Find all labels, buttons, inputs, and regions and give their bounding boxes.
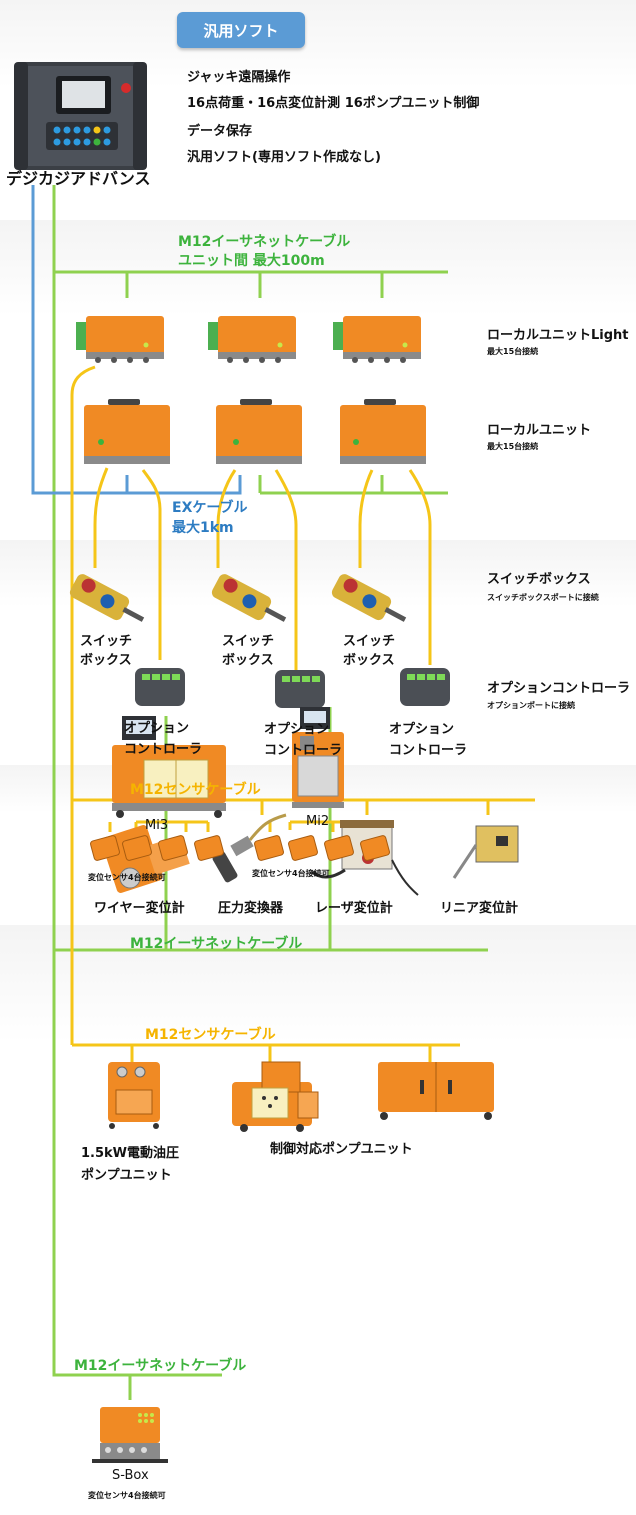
option-controller-label-3b: コントローラ	[389, 743, 468, 758]
mi3-displacement-sensors	[90, 835, 224, 861]
switch-box-2	[211, 574, 287, 622]
option-controller-note: オプションポートに接続	[487, 701, 575, 710]
local-unit-light-name: ローカルユニットLight	[487, 328, 629, 343]
option-controller-label-1a: オプション	[124, 721, 190, 736]
sensor-label-pressure: 圧力変換器	[218, 901, 284, 916]
local-unit-1	[84, 399, 170, 464]
pressure-transducer-image	[212, 813, 287, 883]
feature-4: 汎用ソフト(専用ソフト作成なし)	[187, 150, 381, 165]
mi2-note: 変位センサ4台接続可	[252, 869, 330, 878]
feature-1: ジャッキ遠隔操作	[187, 70, 291, 85]
ethernet-cable-range-label: ユニット間 最大100m	[178, 253, 325, 269]
switch-box-name: スイッチボックス	[487, 572, 591, 587]
option-controller-label-1b: コントローラ	[124, 742, 203, 757]
mi2-displacement-sensors	[254, 835, 390, 861]
ethernet-cable-label-3: M12イーサネットケーブル	[74, 1358, 247, 1374]
switch-box-label-3a: スイッチ	[343, 634, 396, 649]
mi3-pump-unit	[112, 716, 226, 818]
digikaji-advance-device	[14, 62, 147, 170]
option-controller-name: オプションコントローラ	[487, 681, 631, 696]
local-unit-light-note: 最大15台接続	[487, 347, 539, 356]
switch-box-1	[69, 574, 145, 622]
switch-box-label-2b: ボックス	[222, 653, 274, 668]
generic-software-badge: 汎用ソフト	[177, 12, 305, 48]
local-unit-name: ローカルユニット	[487, 423, 592, 438]
switch-box-label-1a: スイッチ	[80, 634, 133, 649]
sensor-label-wire: ワイヤー変位計	[94, 901, 185, 916]
sensor-label-linear: リニア変位計	[440, 901, 519, 916]
option-controller-label-2a: オプション	[264, 722, 330, 737]
pump-1-5kw-label-a: 1.5kW電動油圧	[81, 1146, 180, 1161]
ethernet-cable-label-2: M12イーサネットケーブル	[130, 936, 303, 952]
sensor-label-laser: レーザ変位計	[315, 901, 393, 916]
controlled-pump-label: 制御対応ポンプユニット	[270, 1142, 413, 1157]
linear-displacement-sensor-image	[452, 825, 519, 879]
wire-displacement-sensor-image	[101, 825, 190, 893]
sbox-image	[92, 1407, 168, 1463]
ex-cable-label: EXケーブル	[172, 500, 248, 516]
switch-box-label-1b: ボックス	[80, 653, 132, 668]
main-device-label: デジカジアドバンス	[6, 169, 151, 188]
mi2-pump-unit	[292, 707, 344, 808]
mi3-label: Mi3	[145, 818, 169, 833]
ex-cable-lines	[31, 185, 242, 495]
switch-box-3	[331, 574, 407, 622]
feature-3: データ保存	[187, 124, 253, 139]
ethernet-cable-label-1: M12イーサネットケーブル	[178, 234, 351, 250]
sensor-cable-label-2: M12センサケーブル	[145, 1027, 276, 1043]
ex-cable-range-label: 最大1km	[172, 520, 234, 536]
mi2-label: Mi2	[306, 814, 330, 829]
local-unit-light-2	[208, 316, 296, 363]
local-unit-2	[216, 399, 302, 464]
switch-box-label-2a: スイッチ	[222, 634, 275, 649]
electric-hydraulic-pump-1-5kw-image	[108, 1062, 160, 1129]
option-controller-2	[275, 670, 325, 708]
local-unit-3	[340, 399, 426, 464]
option-controller-3	[400, 668, 450, 706]
local-unit-light-1	[76, 316, 164, 363]
switch-box-note: スイッチボックスポートに接続	[487, 593, 599, 602]
sbox-note: 変位センサ4台接続可	[88, 1491, 166, 1500]
sbox-label: S-Box	[112, 1468, 149, 1483]
large-pump-unit-image	[378, 1062, 494, 1120]
option-controller-1	[135, 668, 185, 706]
option-controller-label-3a: オプション	[389, 722, 455, 737]
feature-2: 16点荷重・16点変位計測 16ポンプユニット制御	[187, 96, 480, 111]
option-controller-label-2b: コントローラ	[264, 743, 343, 758]
local-unit-note: 最大15台接続	[487, 442, 539, 451]
pump-1-5kw-label-b: ポンプユニット	[81, 1168, 172, 1183]
local-unit-light-3	[333, 316, 421, 363]
controlled-pump-unit-image	[232, 1061, 319, 1132]
sensor-cable-label-1: M12センサケーブル	[130, 782, 261, 798]
mi3-note: 変位センサ4台接続可	[88, 873, 166, 882]
switch-box-label-3b: ボックス	[343, 653, 395, 668]
